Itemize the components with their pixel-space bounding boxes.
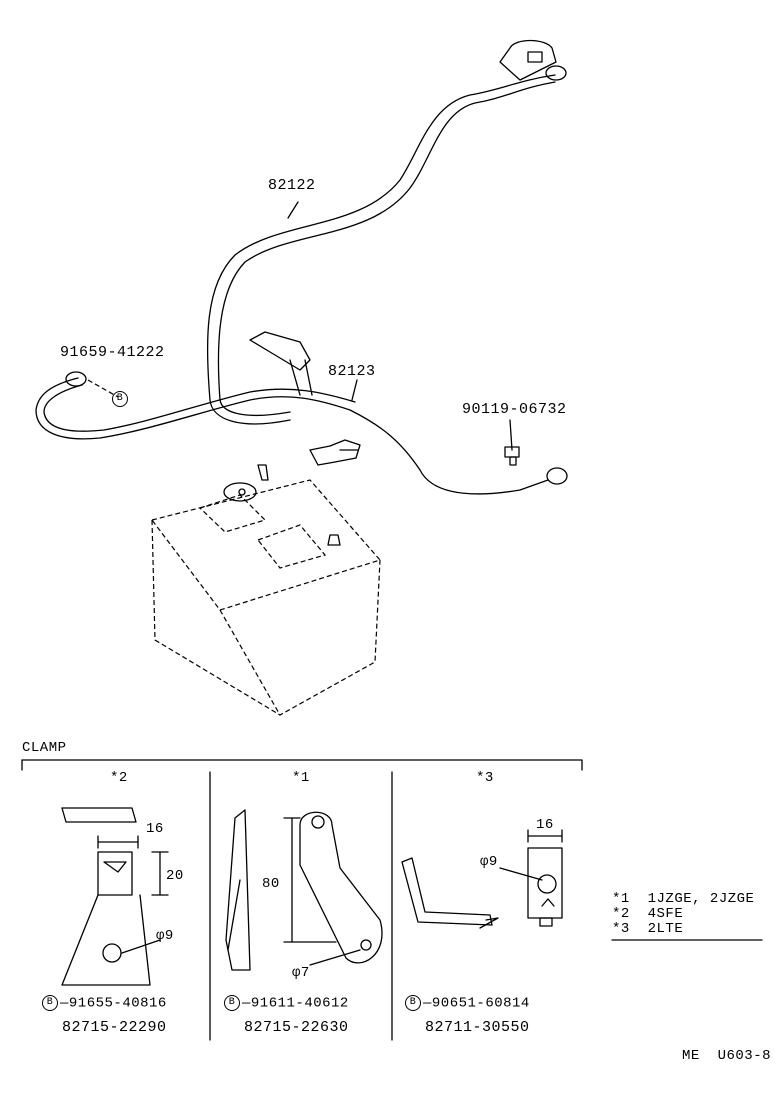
negative-cable — [35, 331, 568, 495]
clamp-2-dim-width: 16 — [146, 821, 164, 837]
clamp-3-part: 82711-30550 — [425, 1019, 530, 1036]
diagram-code: ME U603-8 — [682, 1048, 772, 1064]
battery — [150, 464, 382, 716]
clamp-1-dim-height: 80 — [262, 876, 280, 892]
clamp-3-hole: φ9 — [480, 854, 498, 870]
clamp-2-bolt: B—91655-40816 — [42, 995, 167, 1012]
clamp-1-bolt: B—91611-40612 — [224, 995, 349, 1012]
legend-row-2: *2 4SFE — [612, 906, 684, 922]
clamp-2-dim-height: 20 — [166, 868, 184, 884]
clamp-3-drawing — [401, 829, 563, 929]
legend-row-1: *1 1JZGE, 2JZGE — [612, 891, 755, 907]
clamp-3-mark: *3 — [476, 770, 494, 786]
clamp-2-hole: φ9 — [156, 928, 174, 944]
clamp-frame — [21, 759, 583, 1041]
part-label-bolt-left: 91659-41222 — [60, 344, 165, 361]
clamp-2-mark: *2 — [110, 770, 128, 786]
clamp-1-part: 82715-22630 — [244, 1019, 349, 1036]
badge-b: B — [112, 391, 130, 408]
part-label-bolt-right: 90119-06732 — [462, 401, 567, 418]
clamp-title: CLAMP — [22, 740, 67, 756]
positive-cable — [206, 39, 567, 425]
part-label-82123: 82123 — [328, 363, 376, 380]
clamp-2-part: 82715-22290 — [62, 1019, 167, 1036]
clamp-3-bolt: B—90651-60814 — [405, 995, 530, 1012]
clamp-3-dim-width: 16 — [536, 817, 554, 833]
legend-row-3: *3 2LTE — [612, 921, 684, 937]
clamp-1-mark: *1 — [292, 770, 310, 786]
clamp-2-drawing — [61, 807, 169, 986]
clamp-1-hole: φ7 — [292, 965, 310, 981]
clamp-1-drawing — [225, 809, 383, 971]
part-label-82122: 82122 — [268, 177, 316, 194]
bolt-icon — [504, 419, 520, 466]
